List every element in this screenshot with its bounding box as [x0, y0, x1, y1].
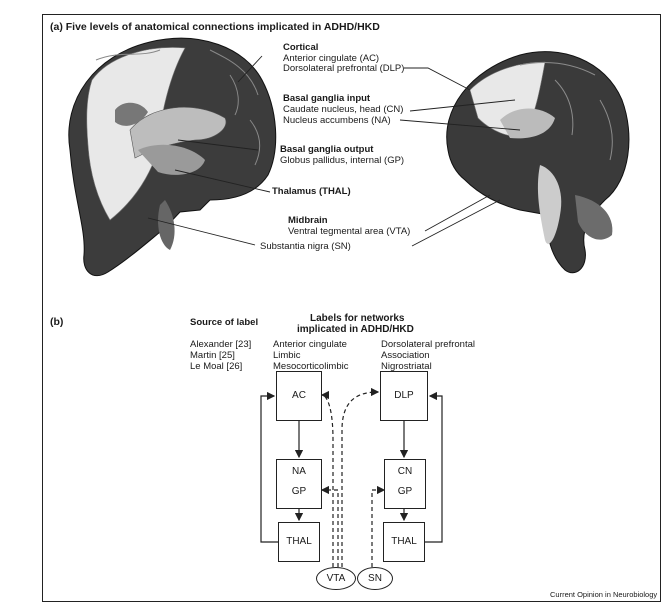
row-right-label: Dorsolateral prefrontal	[381, 339, 475, 350]
basal-input-item-na: Nucleus accumbens (NA)	[283, 115, 391, 126]
gp-left-label: GP	[277, 486, 321, 497]
vta-oval: VTA	[316, 567, 356, 590]
midbrain-heading: Midbrain	[288, 215, 328, 226]
ac-box: AC	[276, 371, 322, 421]
midbrain-item-vta: Ventral tegmental area (VTA)	[288, 226, 410, 237]
thal-right-box: THAL	[383, 522, 425, 562]
na-gp-box: NA GP	[276, 459, 322, 509]
row-source: Alexander [23]	[190, 339, 251, 350]
thal-left-box: THAL	[278, 522, 320, 562]
source-heading: Source of label	[190, 317, 258, 328]
cn-gp-box: CN GP	[384, 459, 426, 509]
gp-right-label: GP	[385, 486, 425, 497]
credit-text: Current Opinion in Neurobiology	[550, 589, 657, 600]
panel-b-dopamine-projections	[322, 392, 384, 567]
na-label: NA	[277, 466, 321, 477]
panel-a-title: (a) Five levels of anatomical connection…	[50, 22, 380, 33]
right-brain-illustration	[447, 52, 629, 273]
cn-label: CN	[385, 466, 425, 477]
row-source: Le Moal [26]	[190, 361, 242, 372]
basal-output-heading: Basal ganglia output	[280, 144, 373, 155]
row-right-label: Association	[381, 350, 430, 361]
row-left-label: Limbic	[273, 350, 300, 361]
row-left-label: Anterior cingulate	[273, 339, 347, 350]
left-brain-illustration	[69, 38, 276, 275]
networks-heading-line2: implicated in ADHD/HKD	[297, 324, 414, 335]
basal-output-item-gp: Globus pallidus, internal (GP)	[280, 155, 404, 166]
midbrain-item-sn: Substantia nigra (SN)	[260, 241, 351, 252]
row-source: Martin [25]	[190, 350, 235, 361]
cortical-item-dlp: Dorsolateral prefrontal (DLP)	[283, 63, 404, 74]
sn-oval: SN	[357, 567, 393, 590]
basal-input-heading: Basal ganglia input	[283, 93, 370, 104]
thalamus-label: Thalamus (THAL)	[272, 186, 351, 197]
cortical-heading: Cortical	[283, 42, 318, 53]
dlp-box: DLP	[380, 371, 428, 421]
basal-input-item-cn: Caudate nucleus, head (CN)	[283, 104, 403, 115]
networks-heading-line1: Labels for networks	[310, 313, 404, 324]
panel-b-label: (b)	[50, 317, 63, 328]
